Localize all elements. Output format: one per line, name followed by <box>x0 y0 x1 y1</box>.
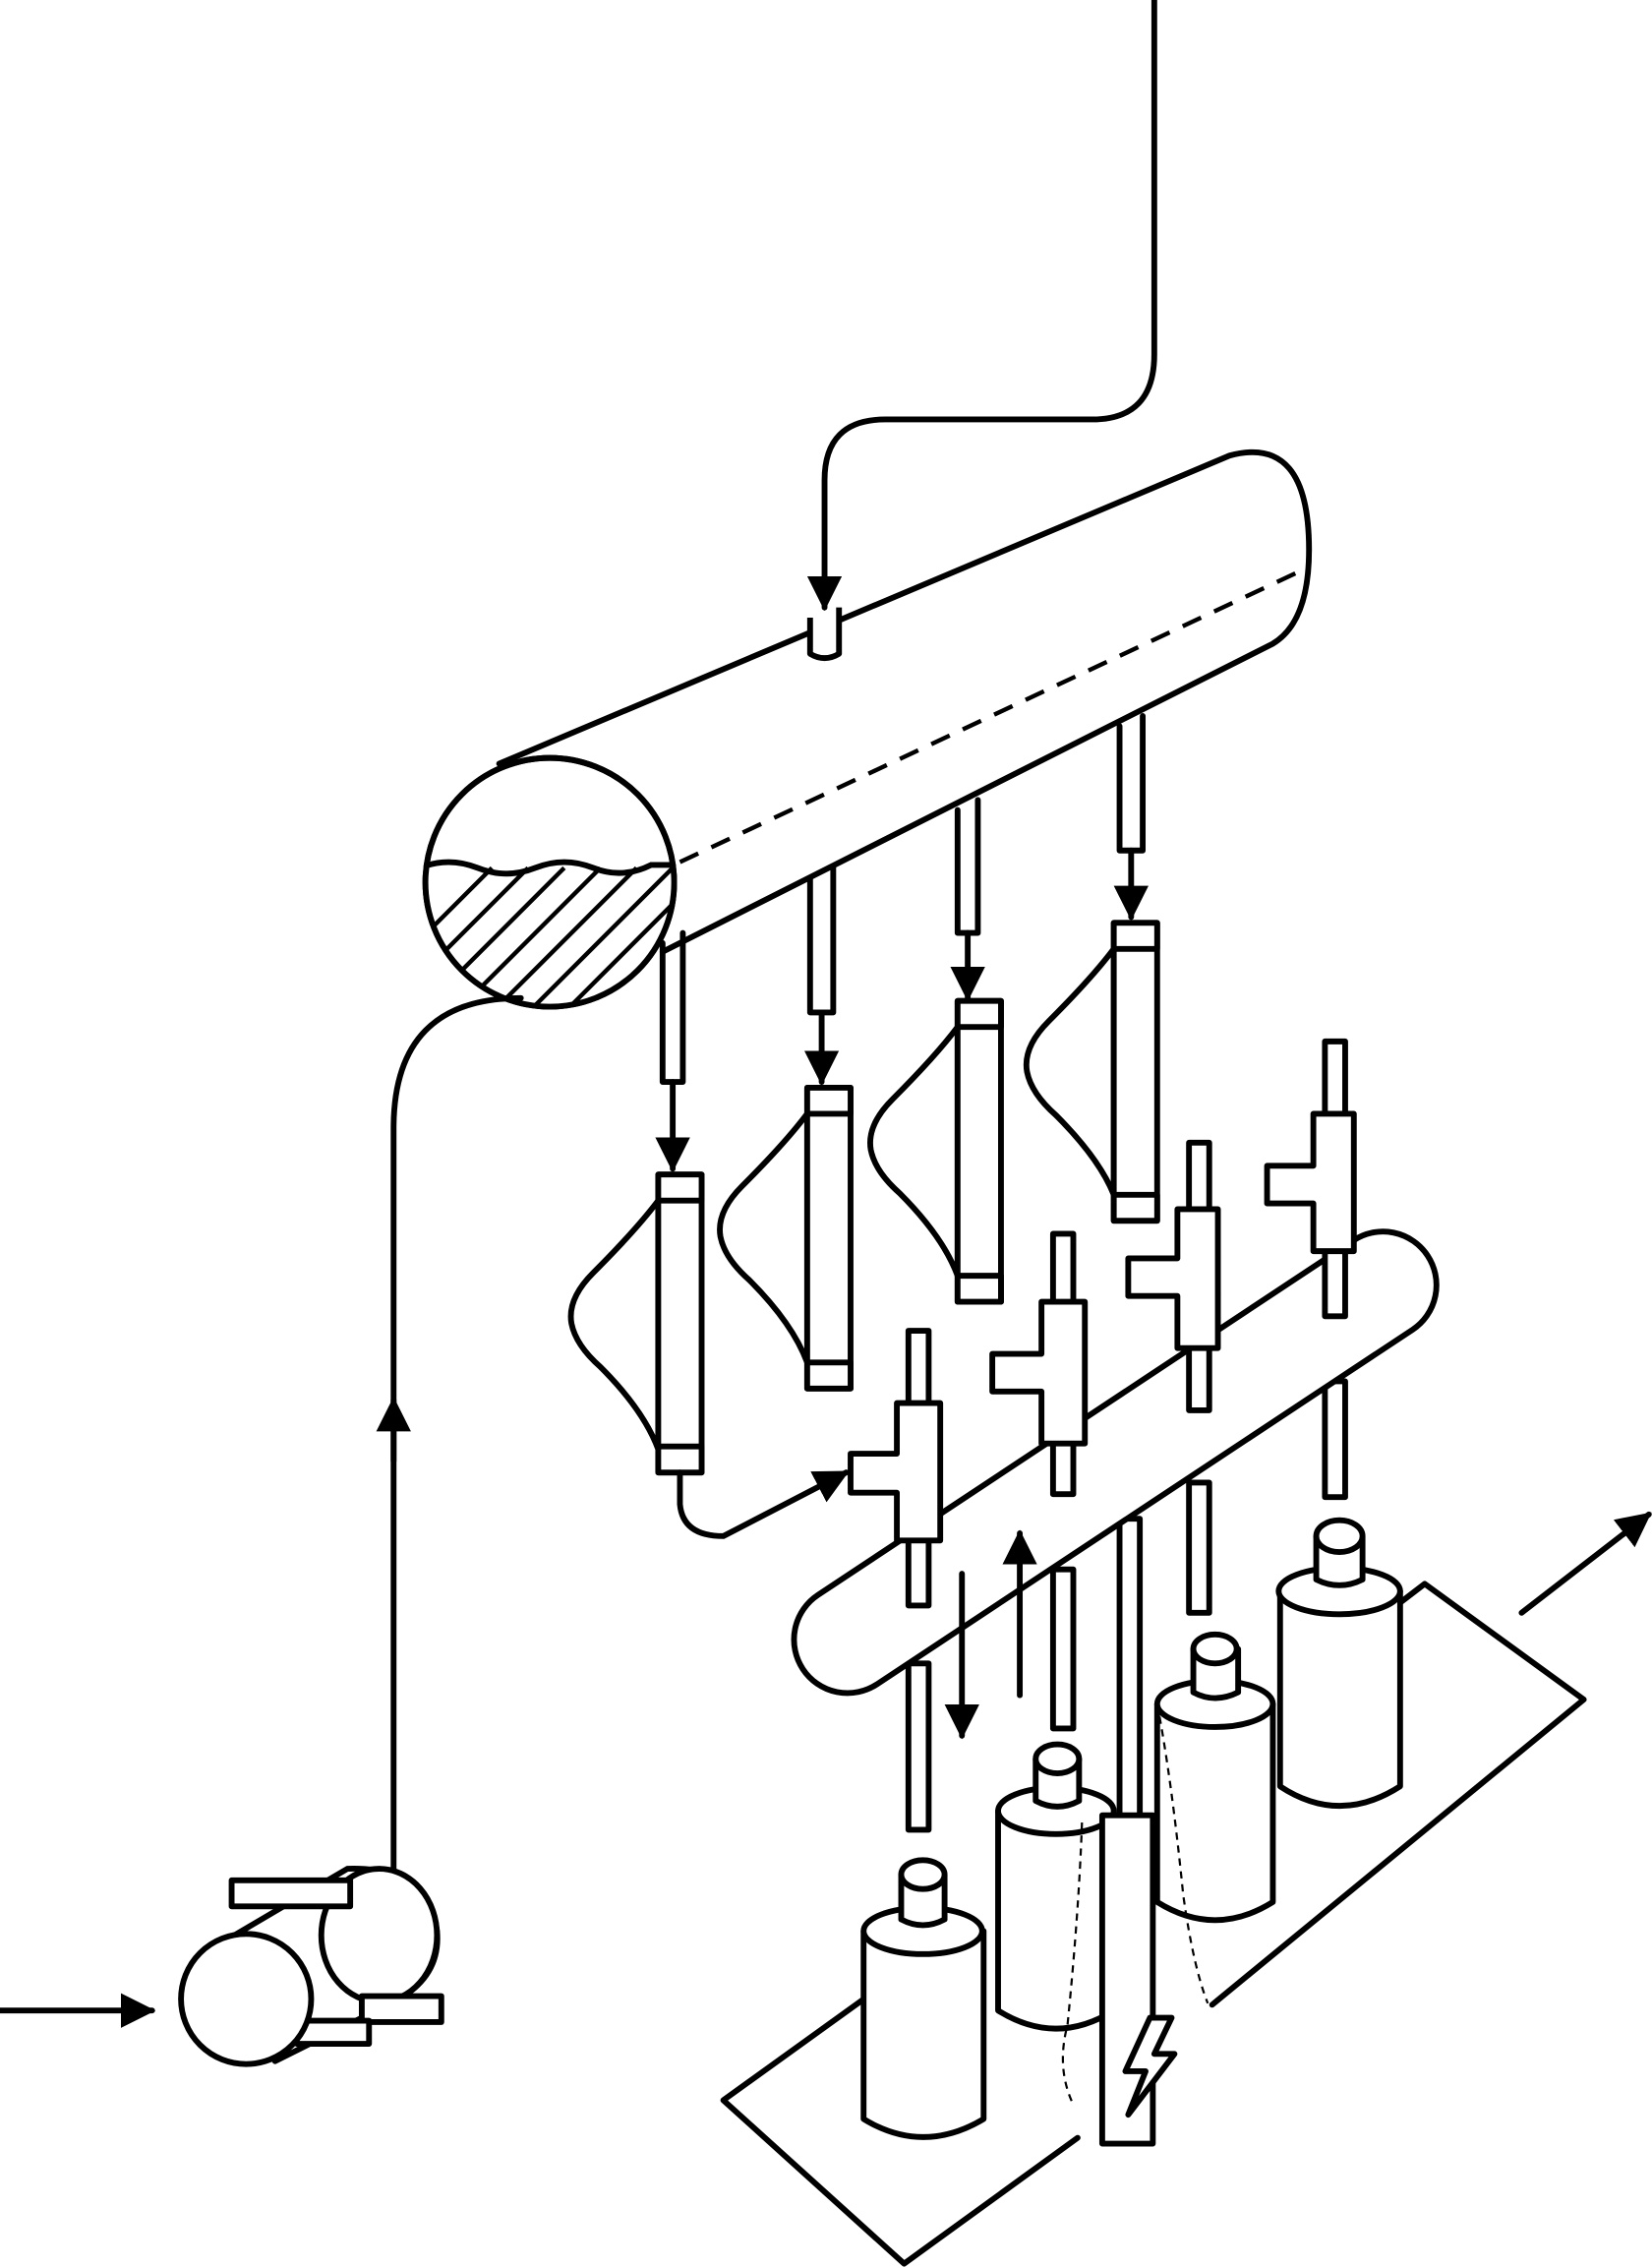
tank-nozzle <box>806 607 843 662</box>
filling-valve-4 <box>1264 1038 1357 1320</box>
pump-discharge-line <box>390 994 524 1883</box>
separator-2 <box>717 1084 854 1392</box>
output-arrow <box>1518 1511 1652 1616</box>
storage-tank <box>422 448 1313 1010</box>
separator-1 <box>567 1171 705 1476</box>
electrode-rod <box>1116 1516 1144 1825</box>
conveyor-platform <box>720 1581 1587 2267</box>
bottle-1 <box>860 1857 987 2140</box>
filling-valve-3 <box>1125 1139 1221 1413</box>
filling-valve-2 <box>989 1230 1089 1498</box>
bottle-3 <box>1153 1631 1276 2004</box>
bottle-2 <box>995 1741 1117 2106</box>
electrode <box>1098 1812 1178 2147</box>
separator-3 <box>867 997 1004 1305</box>
drop-pipes <box>655 713 1149 1172</box>
feed-pipe-top <box>806 0 1157 612</box>
pump <box>178 1866 444 2067</box>
lightning-icon <box>1122 2014 1178 2119</box>
filling-valve-1 <box>848 1328 944 1609</box>
bottle-4 <box>1275 1517 1403 1810</box>
separator-4 <box>1023 920 1160 1224</box>
bottle-feed-rods <box>905 1378 1348 1833</box>
separator-outlet-pipe <box>677 1469 850 1539</box>
